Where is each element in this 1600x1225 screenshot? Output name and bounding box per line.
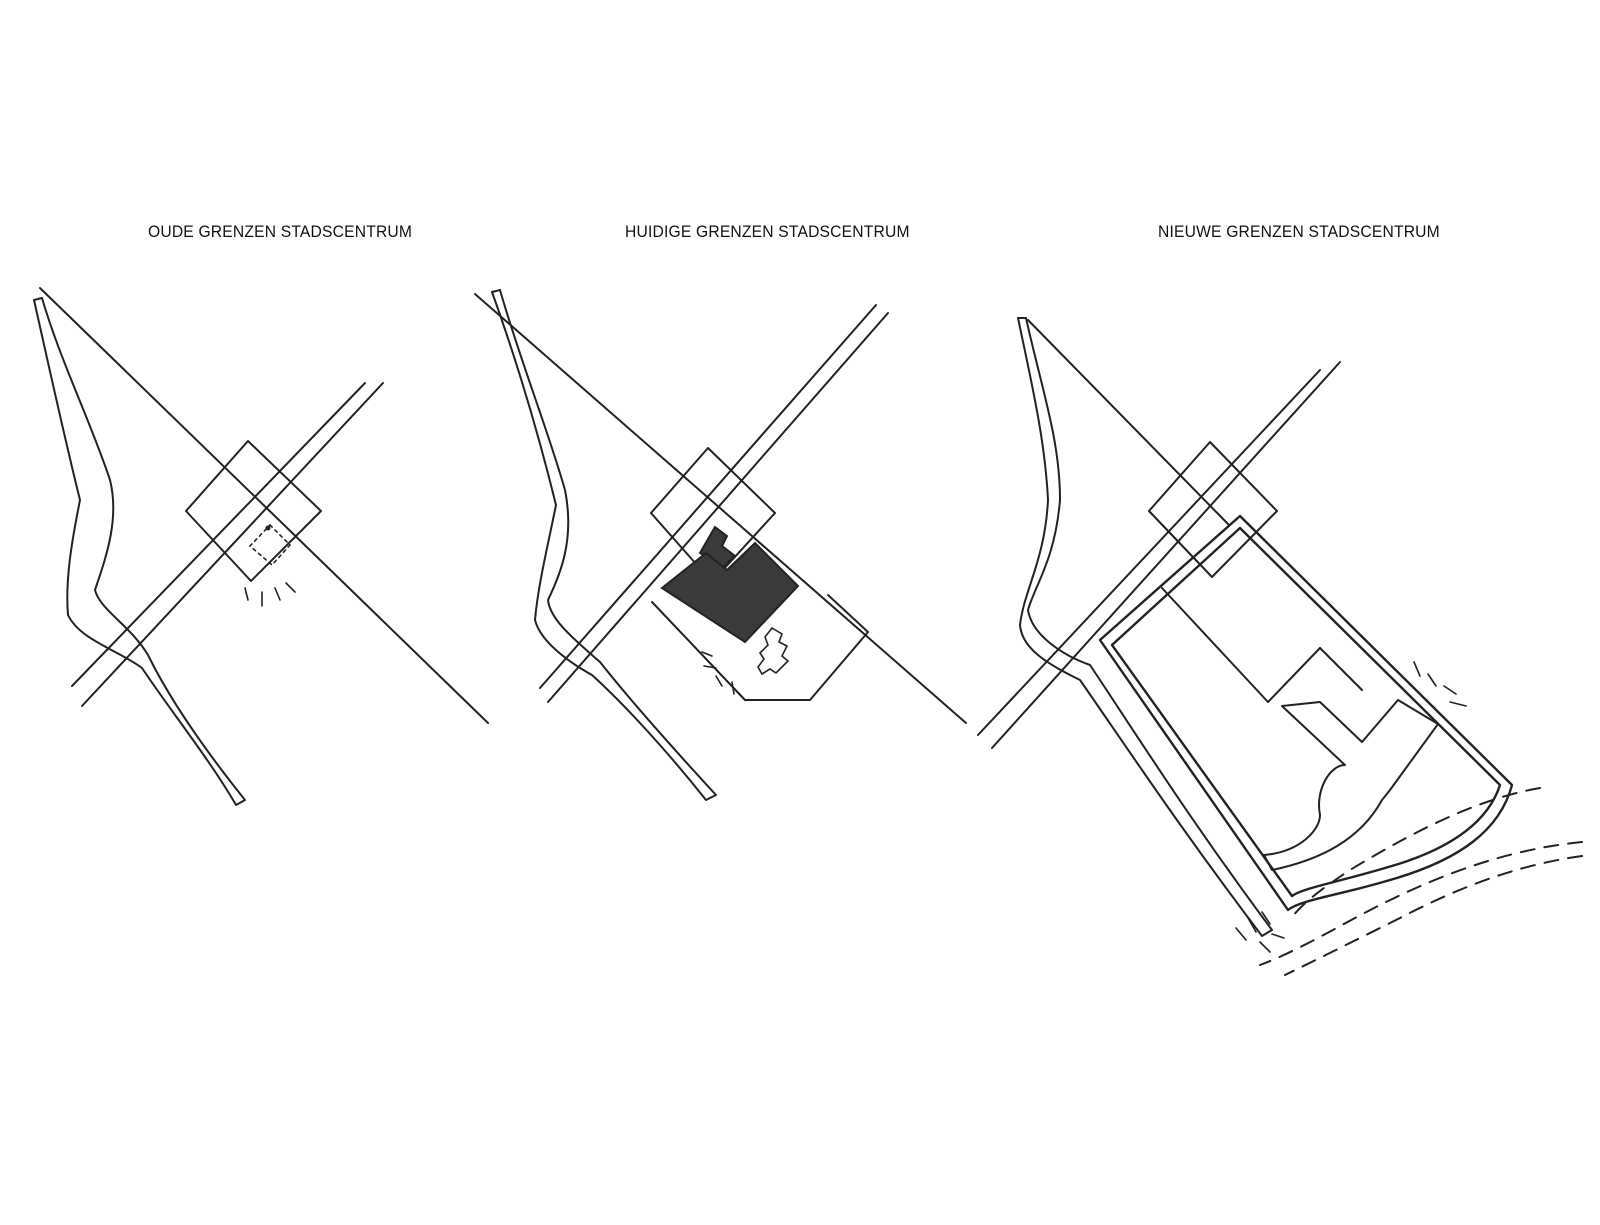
panel-new-map: [977, 317, 1583, 976]
tree-shape: [757, 626, 790, 676]
double-road-a: [977, 369, 1321, 736]
radiating-ticks: [1235, 661, 1467, 953]
panel-current-map: [474, 289, 967, 801]
new-boundary-outer: [1098, 514, 1514, 912]
double-road-a: [71, 382, 366, 687]
double-road-a: [539, 304, 877, 689]
radiating-ticks: [244, 582, 296, 607]
centre-square: [185, 440, 322, 582]
parcel-line: [1161, 587, 1321, 703]
river: [1017, 317, 1273, 937]
double-road-b: [81, 382, 384, 707]
double-road-b: [547, 312, 889, 703]
dashed-path-a: [1289, 787, 1541, 921]
dashed-path-c: [1284, 855, 1583, 976]
large-block: [660, 541, 800, 644]
panel-title-old: OUDE GRENZEN STADSCENTRUM: [148, 222, 413, 241]
river: [33, 297, 246, 806]
panel-old-map: [33, 287, 489, 806]
diagonal-road: [1027, 319, 1229, 525]
parcel-line: [1319, 647, 1363, 691]
panel-title-current: HUIDIGE GRENZEN STADSCENTRUM: [625, 222, 910, 241]
old-core: [248, 523, 292, 567]
double-road-b: [991, 361, 1341, 749]
green-space: [1263, 699, 1439, 871]
new-boundary-inner: [1110, 526, 1502, 898]
diagonal-road: [39, 287, 489, 724]
diagonal-road: [474, 293, 967, 724]
river: [491, 289, 717, 801]
dashed-path-b: [1259, 841, 1583, 966]
radiating-ticks: [701, 651, 735, 695]
centre-square: [1148, 441, 1278, 578]
panel-title-new: NIEUWE GRENZEN STADSCENTRUM: [1158, 222, 1440, 241]
